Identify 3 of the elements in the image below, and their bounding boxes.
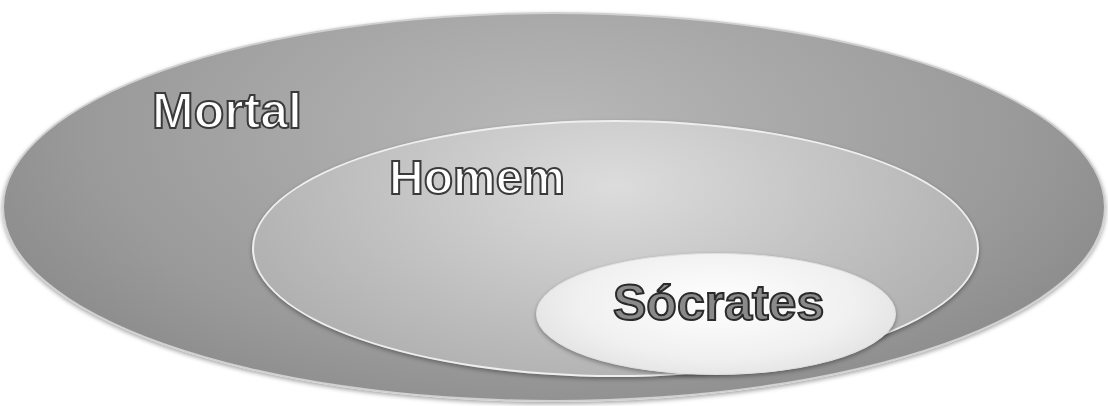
set-label: Mortal	[152, 86, 302, 136]
set-label: Homem	[389, 154, 566, 202]
set-label: Sócrates	[613, 278, 825, 328]
